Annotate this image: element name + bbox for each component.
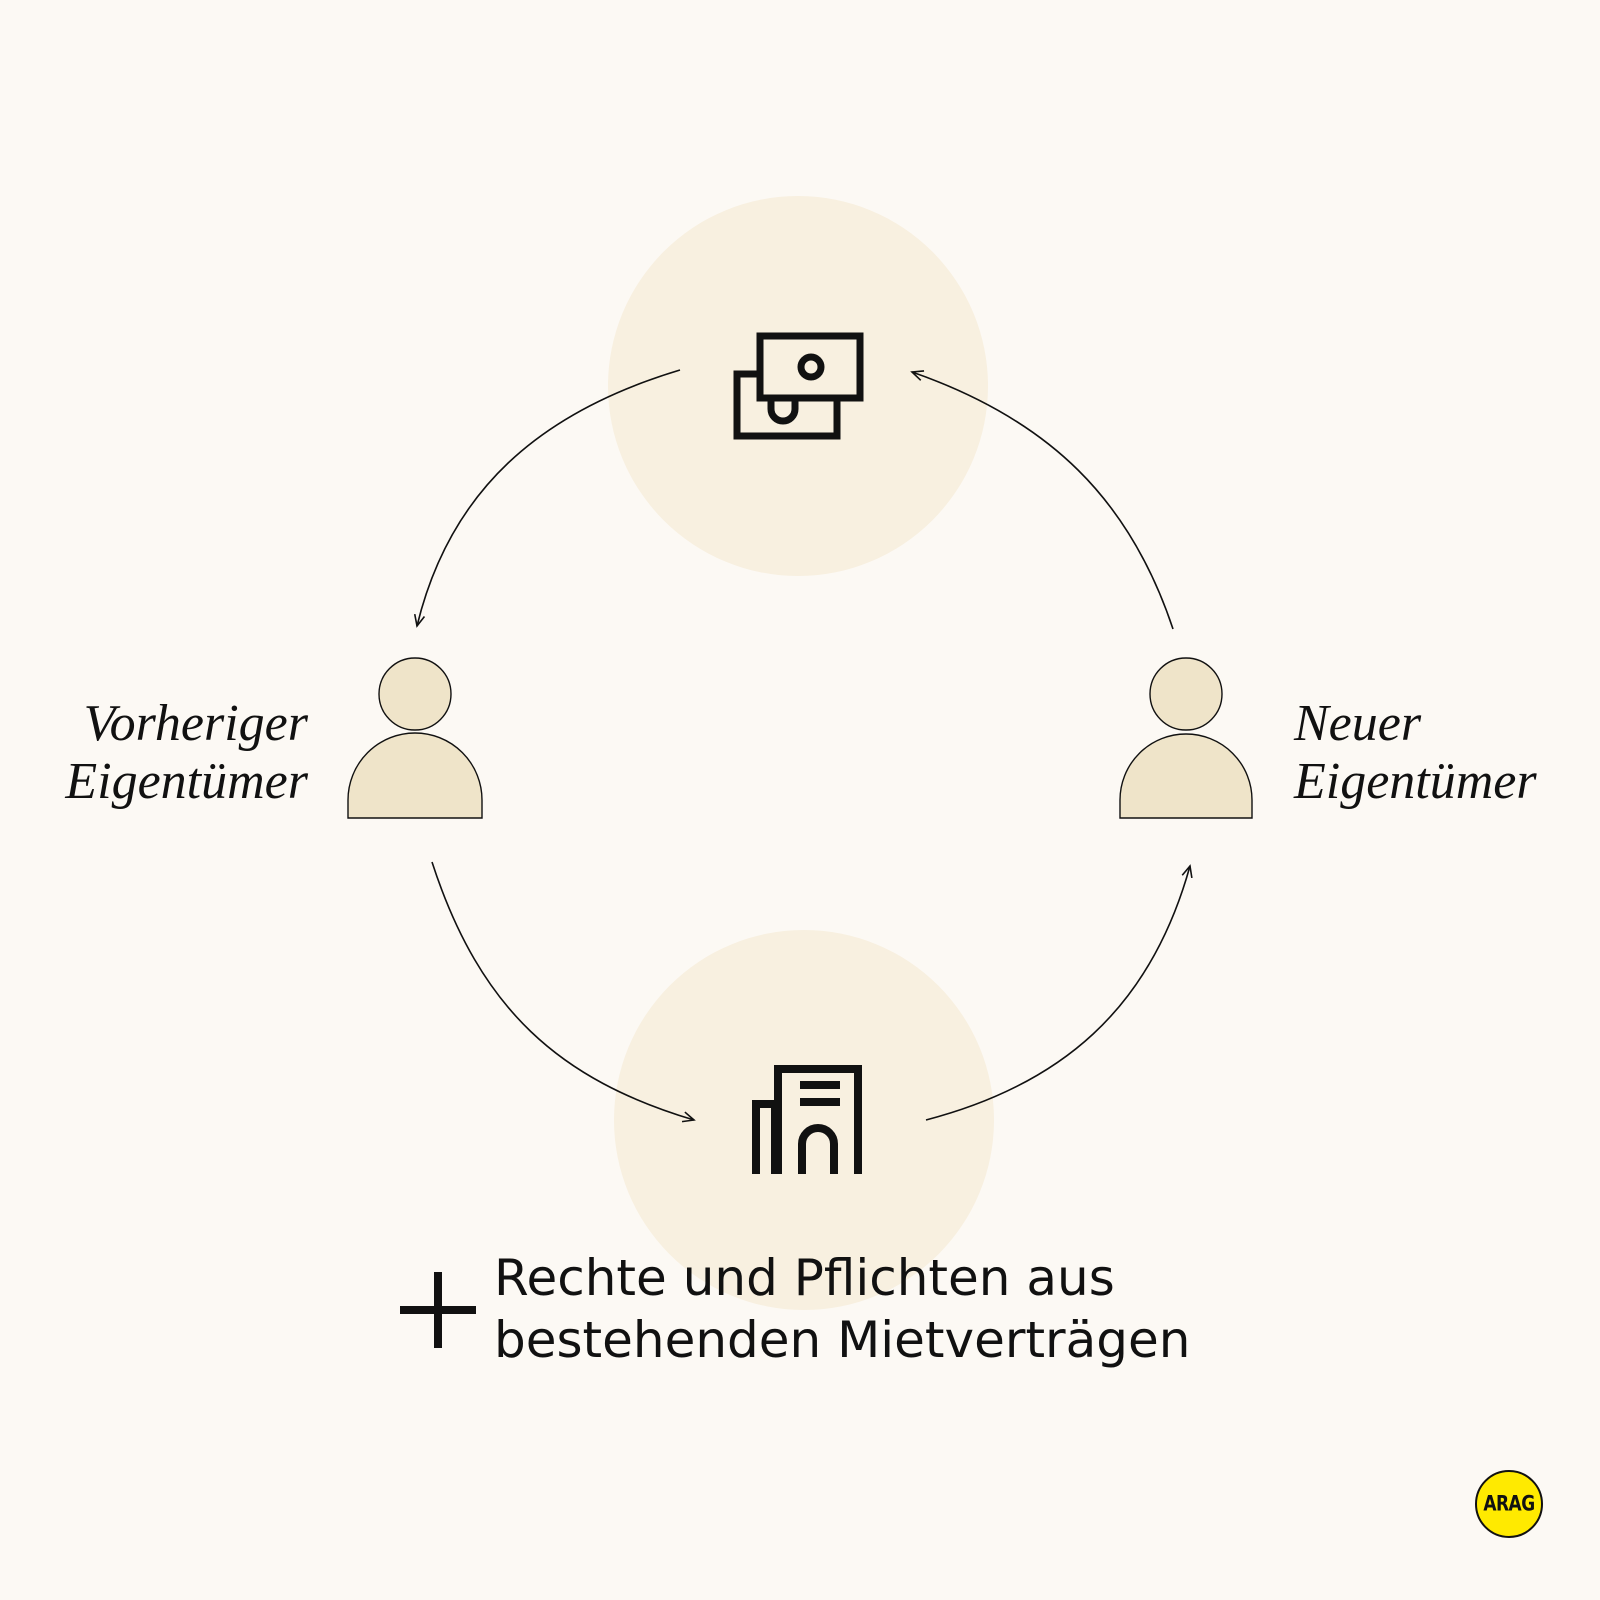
plus-icon xyxy=(400,1272,476,1348)
arrow-property-to-new-owner xyxy=(925,864,1193,1121)
logo-text: ARAG xyxy=(1483,1491,1535,1517)
new-owner-label: Neuer Eigentümer xyxy=(1294,695,1537,811)
arag-logo: ARAG xyxy=(1475,1470,1543,1538)
previous-owner-label-line1: Vorheriger xyxy=(83,695,308,752)
property-circle xyxy=(614,930,994,1310)
previous-owner-label-line2: Eigentümer xyxy=(65,753,308,810)
arrow-new-owner-to-money xyxy=(910,370,1174,630)
caption: Rechte und Pflichten aus bestehenden Mie… xyxy=(494,1247,1190,1371)
person-icon xyxy=(1119,657,1253,819)
previous-owner-label: Vorheriger Eigentümer xyxy=(40,695,308,811)
arrow-previous-owner-to-property xyxy=(431,861,696,1123)
arrow-money-to-previous-owner xyxy=(413,369,681,628)
caption-line2: bestehenden Mietverträgen xyxy=(494,1311,1191,1369)
new-owner-label-line2: Eigentümer xyxy=(1294,753,1537,810)
person-icon xyxy=(347,657,483,819)
caption-line1: Rechte und Pflichten aus xyxy=(494,1249,1115,1307)
banknotes-icon xyxy=(733,332,864,440)
building-icon xyxy=(752,1065,862,1174)
new-owner-label-line1: Neuer xyxy=(1294,695,1422,752)
